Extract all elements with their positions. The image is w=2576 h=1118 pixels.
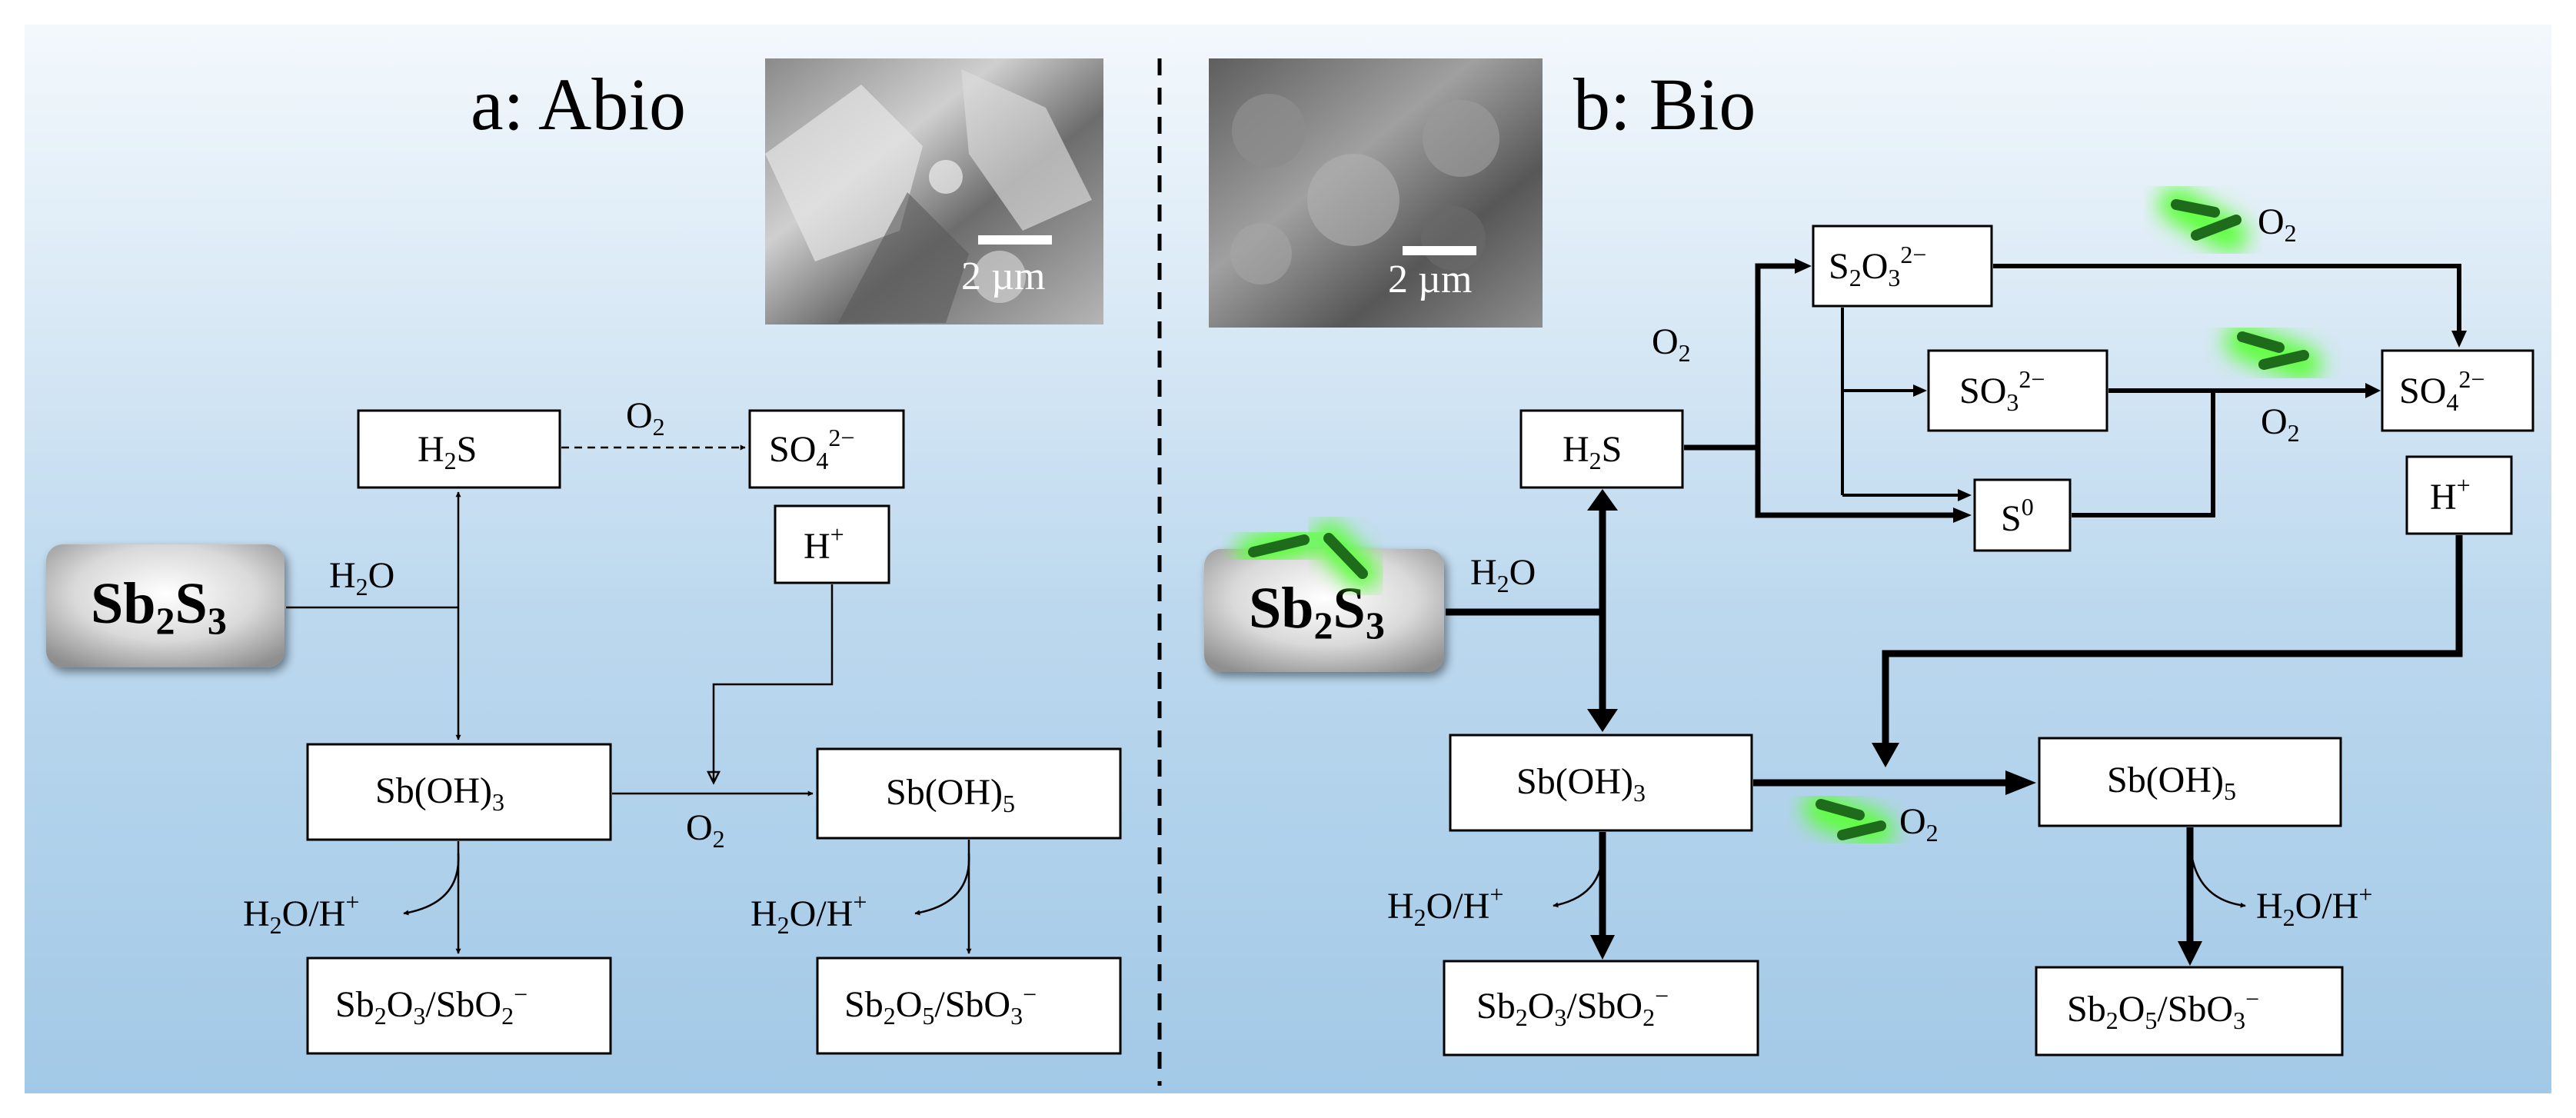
sboh3-label-bio: Sb(OH)3: [1516, 761, 1646, 807]
o2-label-abio-top: O2: [626, 395, 665, 441]
hplus-label-bio: H+: [2430, 471, 2471, 517]
scale-bar: [1403, 246, 1476, 255]
sb2o5-box-bio: [2035, 966, 2344, 1056]
bacteria-icon-group: [1236, 187, 2321, 848]
sboh5-label-bio: Sb(OH)5: [2107, 760, 2236, 805]
sboh5-box-bio: [2038, 737, 2342, 827]
s0-label-bio: S0: [2001, 493, 2034, 539]
so4-box-bio: [2381, 349, 2534, 432]
so4-label-bio: SO42−: [2399, 365, 2484, 416]
bacteria-icon: [1236, 521, 1380, 591]
so4-label-abio: SO42−: [769, 424, 854, 474]
h2o-label-abio: H2O: [329, 555, 394, 601]
o2-label-abio-mid: O2: [686, 807, 725, 853]
scale-bar: [978, 235, 1052, 245]
h2o-hplus-label-bio-left: H2O/H+: [1387, 880, 1503, 931]
h2o-hplus-label-bio-right: H2O/H+: [2256, 880, 2372, 931]
bacteria-icon: [2158, 187, 2248, 253]
h2s-label-abio: H2S: [418, 429, 477, 474]
sboh5-box-abio: [816, 747, 1122, 840]
sboh5-label-abio: Sb(OH)5: [886, 772, 1015, 817]
sem-image-abio: 2 µm: [765, 58, 1103, 324]
h2s-box-bio: [1519, 409, 1684, 489]
h2o-hplus-label-abio-right: H2O/H+: [751, 888, 867, 939]
svg-text:Sb2S3: Sb2S3: [1249, 576, 1385, 647]
so3-label-bio: SO32−: [1959, 365, 2045, 416]
h2o-label-bio: H2O: [1470, 552, 1536, 597]
sb2o3-box-bio: [1443, 960, 1759, 1056]
h2s-box-abio: [357, 409, 561, 489]
h2s-label-bio: H2S: [1563, 429, 1622, 474]
sb2o3-label-bio: Sb2O3/SbO2−: [1476, 982, 1669, 1031]
sb2s3-source-abio: Sb2S3: [46, 544, 285, 667]
sboh3-box-bio: [1449, 734, 1753, 832]
hplus-box-bio: [2405, 455, 2513, 535]
o2-label-bio-bottom: O2: [1899, 801, 1939, 847]
so3-box-bio: [1927, 349, 2108, 432]
sb2o5-label-bio: Sb2O5/SbO3−: [2067, 985, 2259, 1034]
bacteria-icon: [1803, 791, 1894, 848]
so4-box-abio: [748, 409, 905, 489]
sem-image-bio: 2 µm: [1209, 58, 1543, 328]
sboh3-label-abio: Sb(OH)3: [375, 770, 504, 816]
connectors-abio: [286, 444, 972, 954]
panel-b-title: b: Bio: [1573, 63, 1756, 145]
sb2o5-label-abio: Sb2O5/SbO3−: [844, 980, 1037, 1030]
s2o3-label-bio: S2O32−: [1829, 241, 1926, 291]
sb2o3-label-abio: Sb2O3/SbO2−: [335, 980, 528, 1030]
h2o-hplus-label-abio-left: H2O/H+: [243, 888, 359, 939]
svg-text:Sb2S3: Sb2S3: [91, 571, 227, 642]
sb2o3-box-abio: [306, 957, 612, 1055]
sb2s3-source-bio: Sb2S3: [1204, 549, 1444, 672]
sb2o5-box-abio: [816, 957, 1122, 1055]
sboh3-box-abio: [306, 743, 612, 841]
panel-a-title: a: Abio: [471, 63, 686, 145]
scale-bar-label: 2 µm: [961, 255, 1045, 298]
o2-label-bio-topright: O2: [2258, 201, 2297, 247]
connectors-bio: [1446, 258, 2467, 966]
bacteria-icon: [2225, 324, 2321, 382]
o2-label-bio-left: O2: [1652, 321, 1691, 367]
s0-box-bio: [1973, 478, 2072, 552]
s2o3-box-bio: [1812, 225, 1993, 308]
scale-bar-label: 2 µm: [1388, 258, 1472, 301]
hplus-label-abio: H+: [804, 521, 844, 567]
o2-label-bio-mid: O2: [2261, 401, 2300, 447]
hplus-box-abio: [774, 504, 890, 584]
